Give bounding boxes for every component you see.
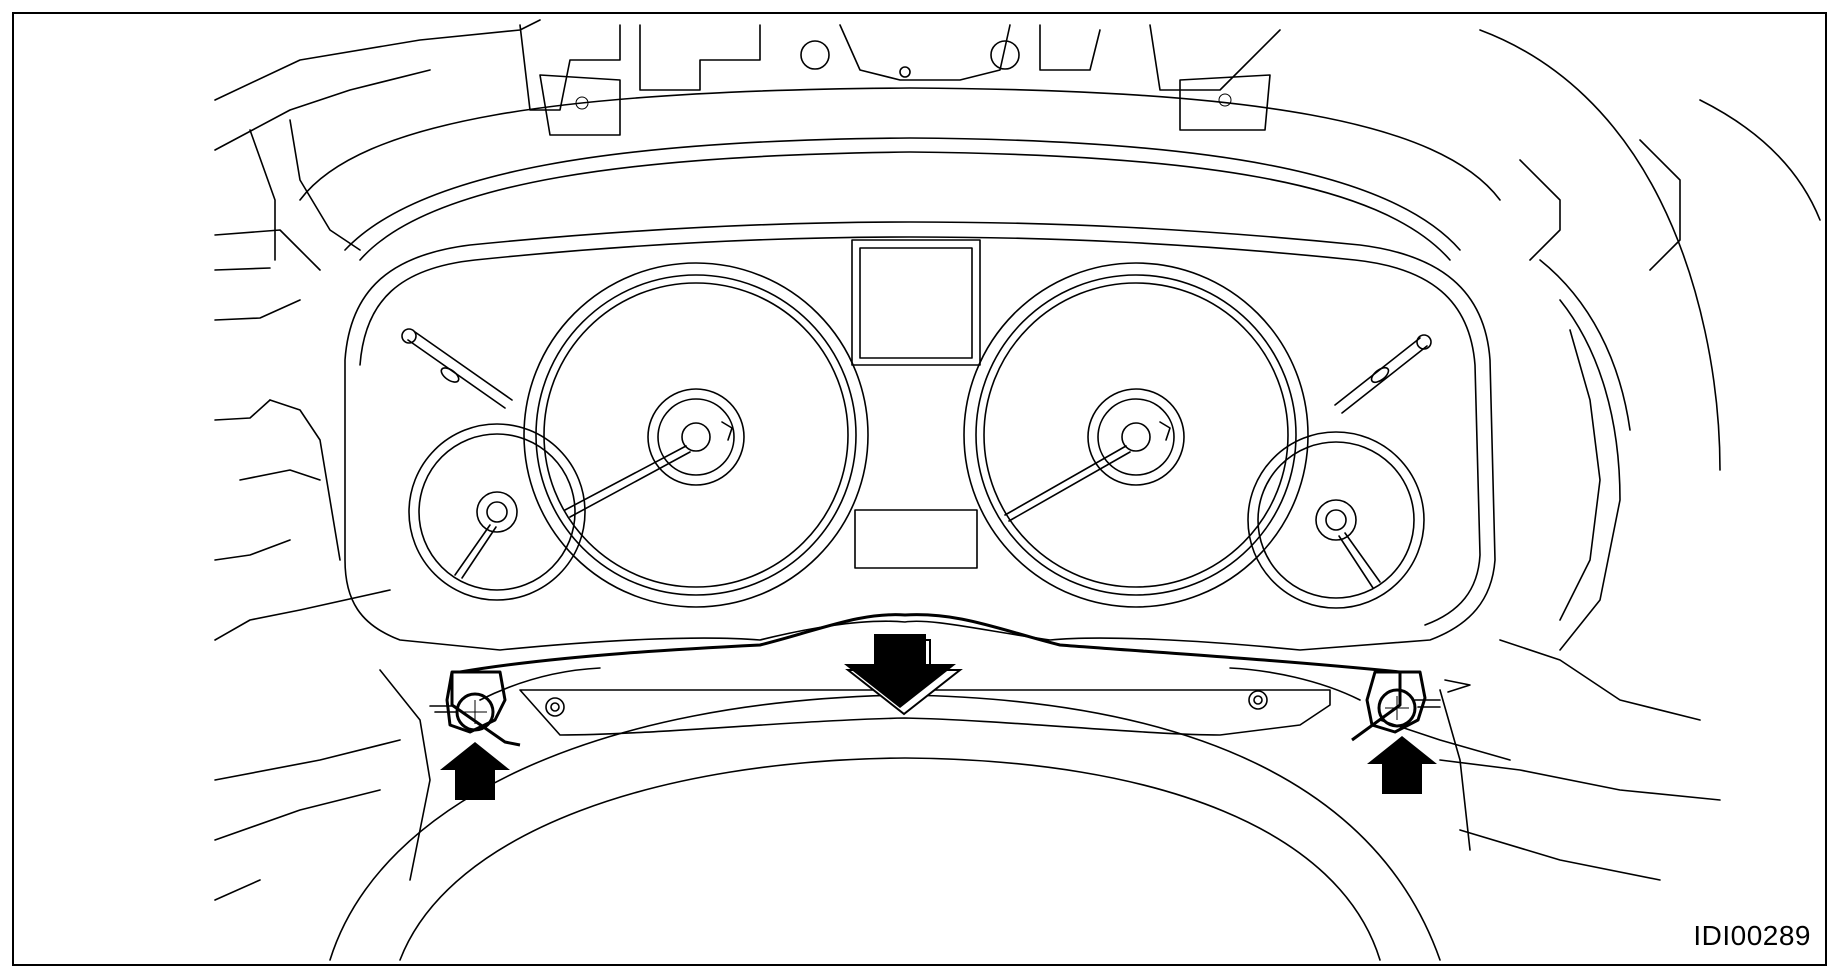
screw-icon [1365, 670, 1471, 734]
arrow-up-icon [1367, 736, 1437, 794]
figure-border [12, 12, 1827, 966]
left-small-gauge [401, 328, 586, 601]
right-small-gauge [1247, 334, 1432, 609]
left-large-gauge [523, 262, 869, 608]
figure-id-label: IDI00289 [1693, 920, 1811, 951]
arrow-up-icon [440, 742, 510, 800]
arrow-down-icon [844, 634, 963, 716]
screw-icon [429, 670, 507, 734]
dashboard-panel [214, 19, 1821, 901]
center-display [851, 239, 981, 569]
mounting-bracket [450, 672, 1402, 747]
right-large-gauge [963, 262, 1309, 608]
instrument-cluster-housing [344, 221, 1496, 674]
